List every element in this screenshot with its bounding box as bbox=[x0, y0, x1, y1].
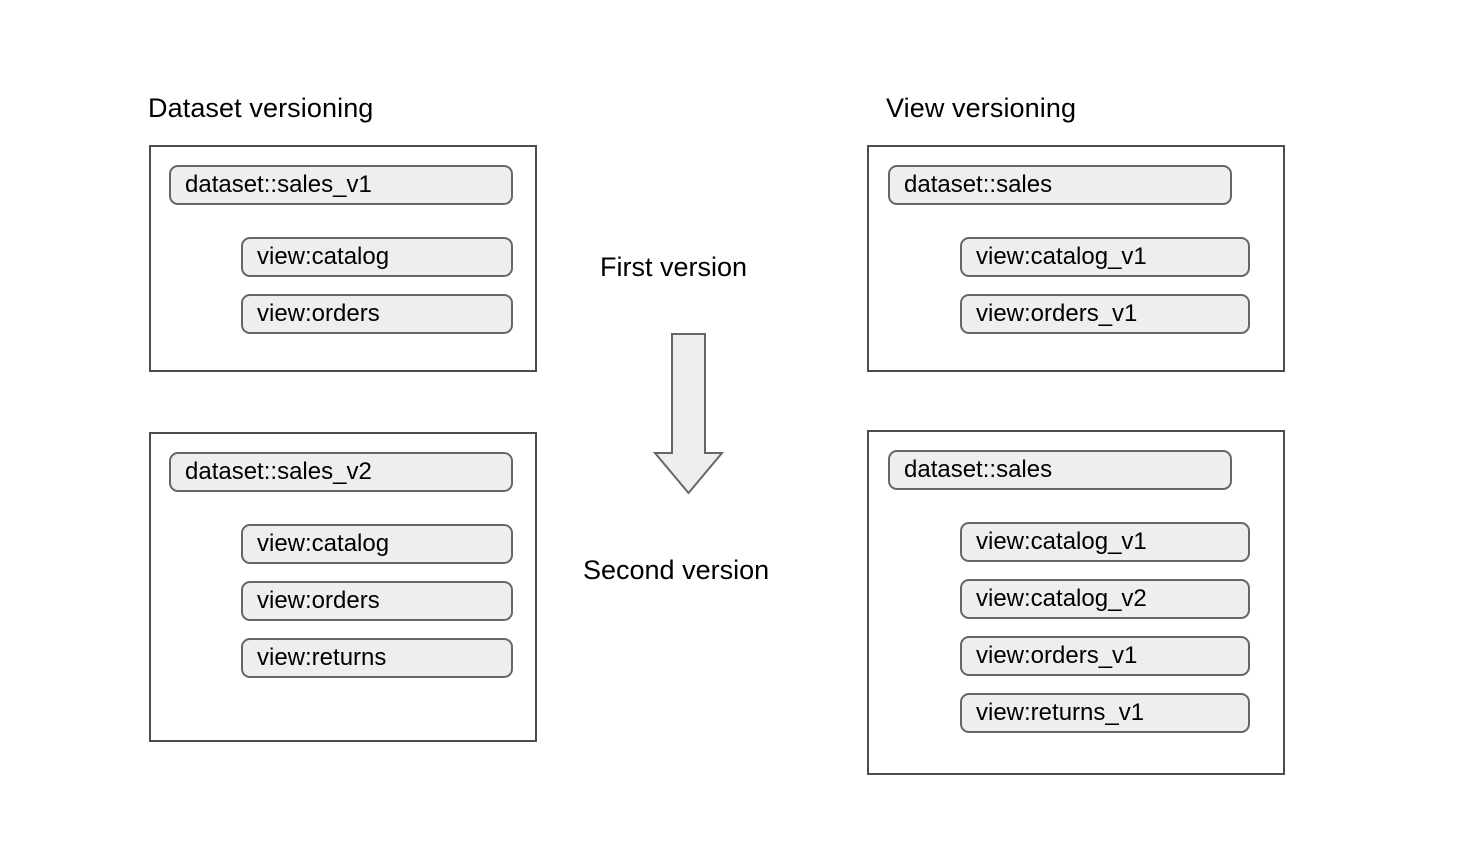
center-label-first-version: First version bbox=[600, 252, 748, 282]
group-box-dataset-versioning-v2: dataset::sales_v2 view:catalog view:orde… bbox=[149, 432, 537, 742]
group-box-dataset-versioning-v1: dataset::sales_v1 view:catalog view:orde… bbox=[149, 145, 537, 372]
column-title-dataset-versioning: Dataset versioning bbox=[148, 93, 374, 123]
view-pill-label: view:orders_v1 bbox=[976, 300, 1138, 327]
view-pill-orders-v1[interactable]: view:orders_v1 bbox=[960, 294, 1250, 334]
view-pill-catalog-v1[interactable]: view:catalog_v1 bbox=[960, 522, 1250, 562]
dataset-pill-label: dataset::sales bbox=[904, 456, 1053, 483]
dataset-pill-sales-v2[interactable]: dataset::sales_v2 bbox=[169, 452, 513, 492]
view-pill-label: view:returns bbox=[257, 644, 387, 671]
view-pill-orders-v1[interactable]: view:orders_v1 bbox=[960, 636, 1250, 676]
dataset-pill-sales[interactable]: dataset::sales bbox=[888, 165, 1232, 205]
center-label-second-version: Second version bbox=[583, 555, 770, 585]
view-pill-catalog[interactable]: view:catalog bbox=[241, 237, 513, 277]
view-pill-label: view:orders_v1 bbox=[976, 642, 1138, 669]
view-pill-label: view:catalog_v1 bbox=[976, 243, 1147, 270]
view-pill-returns-v1[interactable]: view:returns_v1 bbox=[960, 693, 1250, 733]
group-box-view-versioning-second: dataset::sales view:catalog_v1 view:cata… bbox=[867, 430, 1285, 775]
view-pill-label: view:catalog_v2 bbox=[976, 585, 1147, 612]
dataset-pill-sales-v1[interactable]: dataset::sales_v1 bbox=[169, 165, 513, 205]
view-pill-label: view:orders bbox=[257, 300, 380, 327]
dataset-pill-sales[interactable]: dataset::sales bbox=[888, 450, 1232, 490]
view-pill-label: view:orders bbox=[257, 587, 380, 614]
dataset-pill-label: dataset::sales bbox=[904, 171, 1053, 198]
view-pill-orders[interactable]: view:orders bbox=[241, 294, 513, 334]
view-pill-catalog-v1[interactable]: view:catalog_v1 bbox=[960, 237, 1250, 277]
view-pill-label: view:catalog bbox=[257, 530, 390, 557]
view-pill-returns[interactable]: view:returns bbox=[241, 638, 513, 678]
dataset-pill-label: dataset::sales_v1 bbox=[185, 171, 372, 198]
down-arrow-icon bbox=[652, 333, 725, 495]
view-pill-label: view:returns_v1 bbox=[976, 699, 1145, 726]
view-pill-orders[interactable]: view:orders bbox=[241, 581, 513, 621]
view-pill-label: view:catalog_v1 bbox=[976, 528, 1147, 555]
group-box-view-versioning-first: dataset::sales view:catalog_v1 view:orde… bbox=[867, 145, 1285, 372]
view-pill-label: view:catalog bbox=[257, 243, 390, 270]
dataset-pill-label: dataset::sales_v2 bbox=[185, 458, 372, 485]
column-title-view-versioning: View versioning bbox=[886, 93, 1077, 123]
view-pill-catalog-v2[interactable]: view:catalog_v2 bbox=[960, 579, 1250, 619]
view-pill-catalog[interactable]: view:catalog bbox=[241, 524, 513, 564]
